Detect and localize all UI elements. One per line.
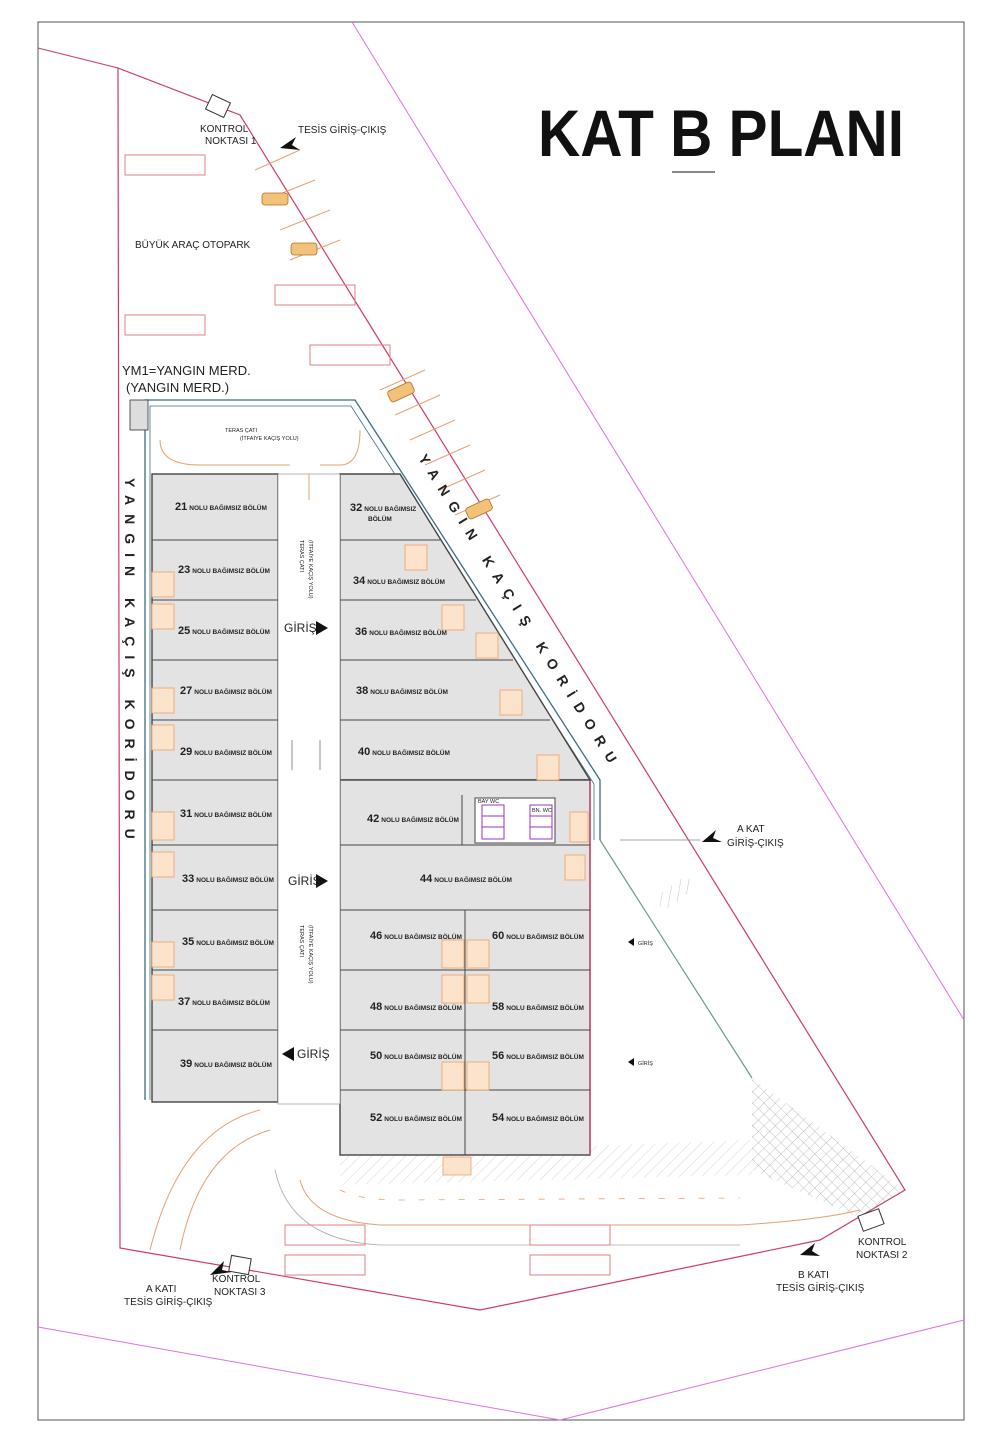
terrace-road-curve — [159, 439, 290, 466]
truck-parking-bays — [124, 154, 611, 1276]
label-giris: GİRİŞ — [284, 621, 317, 635]
central-road — [277, 473, 341, 1105]
fire-corridor-outline — [144, 399, 601, 1100]
label-kontrol-3: KONTROL — [212, 1274, 261, 1285]
reference-line — [559, 1319, 965, 1421]
label-kontrol-2: NOKTASI 2 — [856, 1250, 908, 1261]
label-a-kat: GİRİŞ-ÇIKIŞ — [727, 836, 784, 849]
bottom-road-curve — [299, 1179, 861, 1226]
label-b-kati: B KATI — [798, 1270, 829, 1281]
reference-line — [351, 21, 965, 1021]
label-a-kati: TESİS GİRİŞ-ÇIKIŞ — [124, 1295, 213, 1308]
site-boundary-edge — [37, 47, 119, 69]
label-teras-cati-road: (İTFAİYE KAÇIŞ YOLU) — [307, 540, 314, 599]
stairs-icon — [151, 544, 589, 1176]
hatched-strip — [654, 874, 696, 912]
arrow-icon — [210, 137, 820, 1275]
label-teras-cati-road: (İTFAİYE KAÇIŞ YOLU) — [307, 925, 314, 984]
label-teras-cati-road: TERAS ÇATI — [298, 540, 304, 572]
site-boundary — [117, 67, 906, 1311]
label-kontrol-2: KONTROL — [858, 1237, 907, 1248]
fire-stair-box — [129, 399, 149, 431]
label-b-kati: TESİS GİRİŞ-ÇIKIŞ — [776, 1281, 865, 1294]
hatched-ramp-area — [752, 1078, 905, 1218]
fire-corridor-outline — [149, 405, 595, 1100]
sheet-border — [37, 21, 965, 1421]
label-giris-small: GİRİŞ — [638, 940, 653, 947]
label-a-kat: A KAT — [737, 824, 765, 835]
label-teras-cati: TERAS ÇATI — [225, 428, 257, 434]
label-teras-cati-road: TERAS ÇATI — [298, 925, 304, 957]
bottom-road-curve — [274, 1169, 740, 1246]
right-wing-edge — [599, 839, 753, 1079]
label-kontrol-3: NOKTASI 3 — [214, 1287, 266, 1298]
page-title: KAT B PLANI — [538, 96, 904, 170]
label-giris: GİRİŞ — [297, 1047, 330, 1061]
label-giris-small: GİRİŞ — [638, 1060, 653, 1067]
right-upper-dividers — [340, 539, 590, 1155]
reference-line — [37, 1326, 561, 1421]
parking-bays — [254, 149, 501, 516]
label-left-corridor: YANGIN KAÇIŞ KORİDORU — [122, 478, 138, 848]
label-bay-wc: BAY WC — [478, 799, 499, 805]
label-giris: GİRİŞ — [288, 874, 321, 888]
label-kontrol-1: KONTROL — [200, 124, 249, 135]
bottom-road-curve — [179, 1129, 271, 1251]
label-kontrol-1: NOKTASI 1 — [205, 136, 257, 147]
bottom-road-curve — [339, 1189, 741, 1201]
label-tesis-giris-cikis: TESİS GİRİŞ-ÇIKIŞ — [298, 123, 387, 136]
terrace-road-curve — [320, 429, 361, 466]
control-booth-icon — [204, 93, 885, 1276]
label-teras-cati: (İTFAİYE KAÇIŞ YOLU) — [240, 435, 299, 442]
label-ym1: YM1=YANGIN MERD. — [122, 363, 251, 378]
wc-fixtures — [481, 804, 553, 840]
unit-label-line2: BÖLÜM — [368, 514, 392, 523]
car-icon — [261, 192, 493, 520]
left-dividers — [152, 539, 278, 1031]
label-ym1-sub: (YANGIN MERD.) — [126, 380, 229, 395]
label-buyuk-arac-otopark: BÜYÜK ARAÇ OTOPARK — [135, 239, 251, 251]
label-a-kati: A KATI — [146, 1284, 176, 1295]
label-bn-wc: BN. WC — [532, 808, 552, 814]
bottom-road-curve — [149, 1109, 261, 1251]
